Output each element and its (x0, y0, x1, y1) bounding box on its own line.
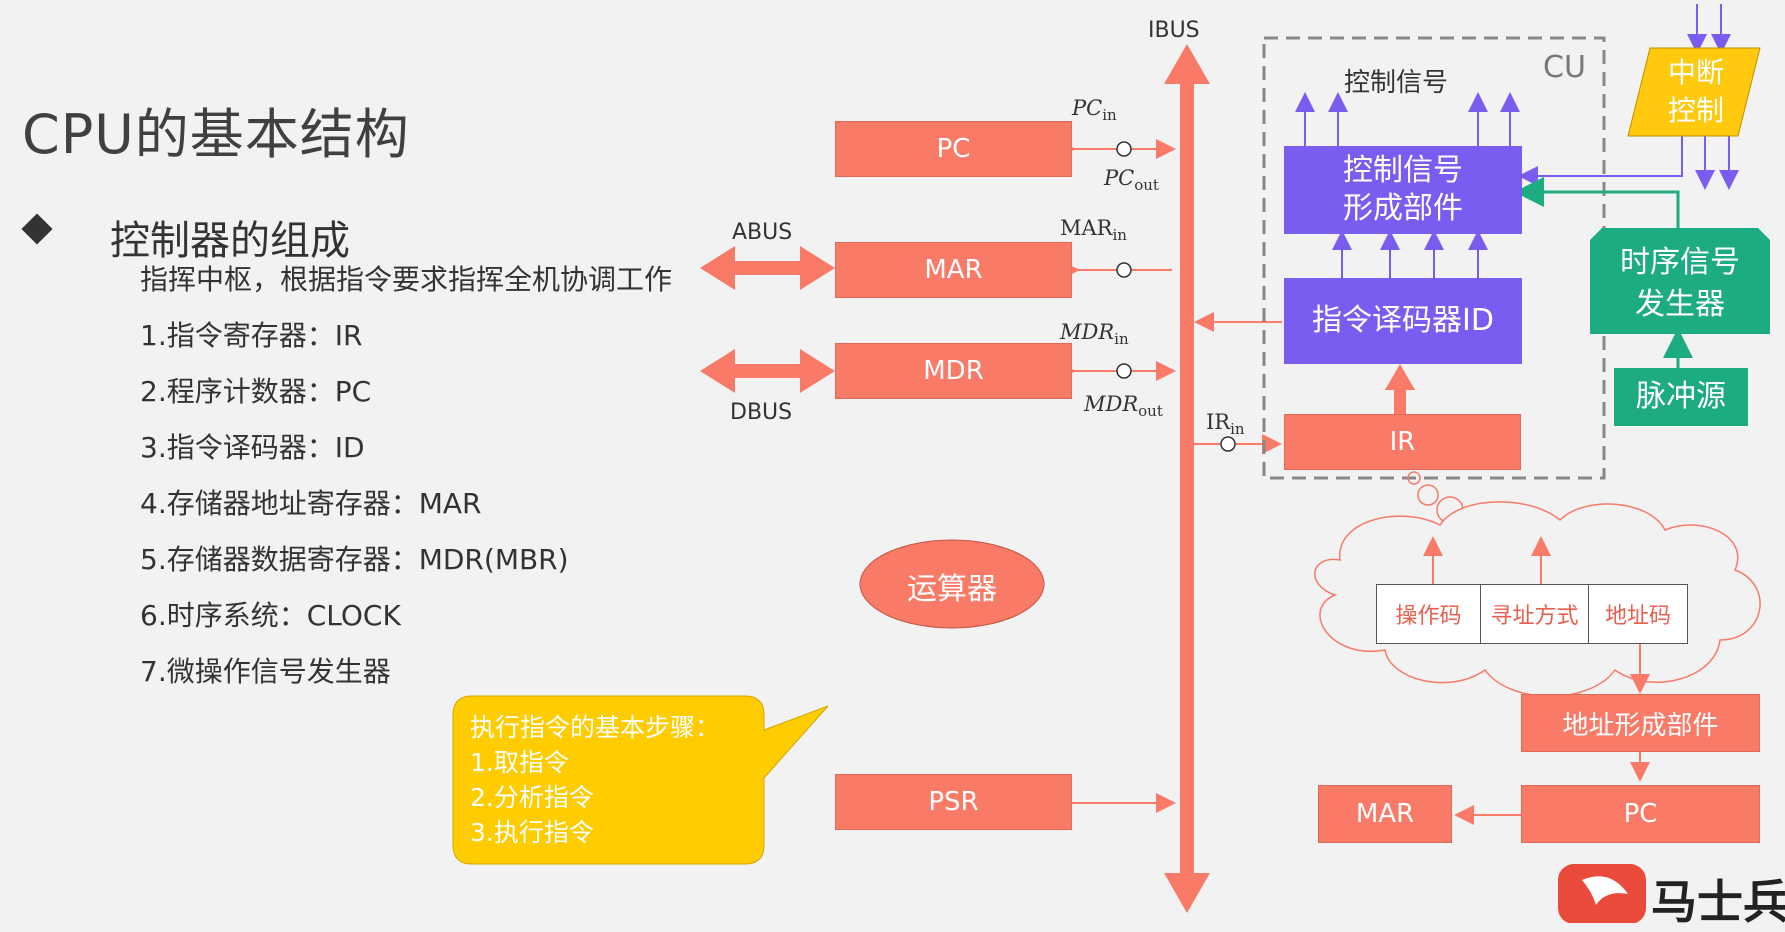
opcode-field: 操作码 (1377, 585, 1481, 643)
control-signal-generator: 控制信号形成部件 (1284, 146, 1522, 234)
dbus-arrow (700, 349, 835, 393)
psr-register: PSR (835, 774, 1072, 830)
ir-register: IR (1284, 414, 1521, 470)
pulse-source: 脉冲源 (1614, 368, 1748, 426)
bottom-mar-register: MAR (1318, 785, 1452, 843)
ibus-label: IBUS (1148, 18, 1200, 43)
list-item: 7.微操作信号发生器 (140, 655, 391, 688)
address-formation-unit: 地址形成部件 (1521, 694, 1760, 752)
mar-in-label: MARin (1060, 216, 1127, 245)
control-signals-label: 控制信号 (1344, 68, 1449, 98)
mdr-out-label: MDRout (1084, 392, 1163, 421)
mdr-register: MDR (835, 343, 1072, 399)
list-item: 2.程序计数器：PC (140, 375, 372, 408)
ibus-line (1164, 44, 1210, 913)
abus-label: ABUS (732, 220, 793, 245)
callout-shape (452, 695, 829, 865)
cu-label: CU (1543, 50, 1586, 85)
address-field: 地址码 (1604, 604, 1671, 629)
mar-register: MAR (835, 242, 1072, 298)
interrupt-control: 中断控制 (1667, 56, 1724, 127)
list-item: 5.存储器数据寄存器：MDR(MBR) (140, 543, 569, 576)
instruction-format: 操作码 寻址方式 地址码 (1376, 584, 1688, 644)
alu-label: 运算器 (907, 572, 997, 607)
abus-arrow (700, 246, 835, 290)
dbus-label: DBUS (730, 400, 793, 425)
page-title: CPU的基本结构 (22, 103, 410, 166)
list-item: 指挥中枢，根据指令要求指挥全机协调工作 (140, 263, 673, 296)
instruction-decoder: 指令译码器ID (1284, 278, 1522, 364)
list-item: 4.存储器地址寄存器：MAR (140, 487, 482, 520)
ir-in-label: IRin (1206, 410, 1245, 439)
timing-shape (1590, 228, 1770, 334)
callout-text: 执行指令的基本步骤： 1.取指令 2.分析指令 3.执行指令 (470, 713, 721, 847)
pc-register: PC (835, 121, 1072, 177)
bottom-pc-register: PC (1521, 785, 1760, 843)
list-item: 3.指令译码器：ID (140, 431, 365, 464)
alu-shape (859, 539, 1045, 629)
addressing-mode-field: 寻址方式 (1481, 585, 1589, 643)
pc-in-label: PCin (1072, 96, 1117, 125)
pc-out-label: PCout (1104, 166, 1159, 195)
bullet-heading: 控制器的组成 (110, 218, 350, 264)
interrupt-shape (1627, 47, 1761, 137)
list-item: 1.指令寄存器：IR (140, 319, 363, 352)
list-item: 6.时序系统：CLOCK (140, 599, 401, 632)
timing-generator: 时序信号发生器 (1620, 245, 1740, 322)
mdr-in-label: MDRin (1060, 320, 1129, 349)
logo-text: 马士兵教 (1651, 875, 1785, 929)
